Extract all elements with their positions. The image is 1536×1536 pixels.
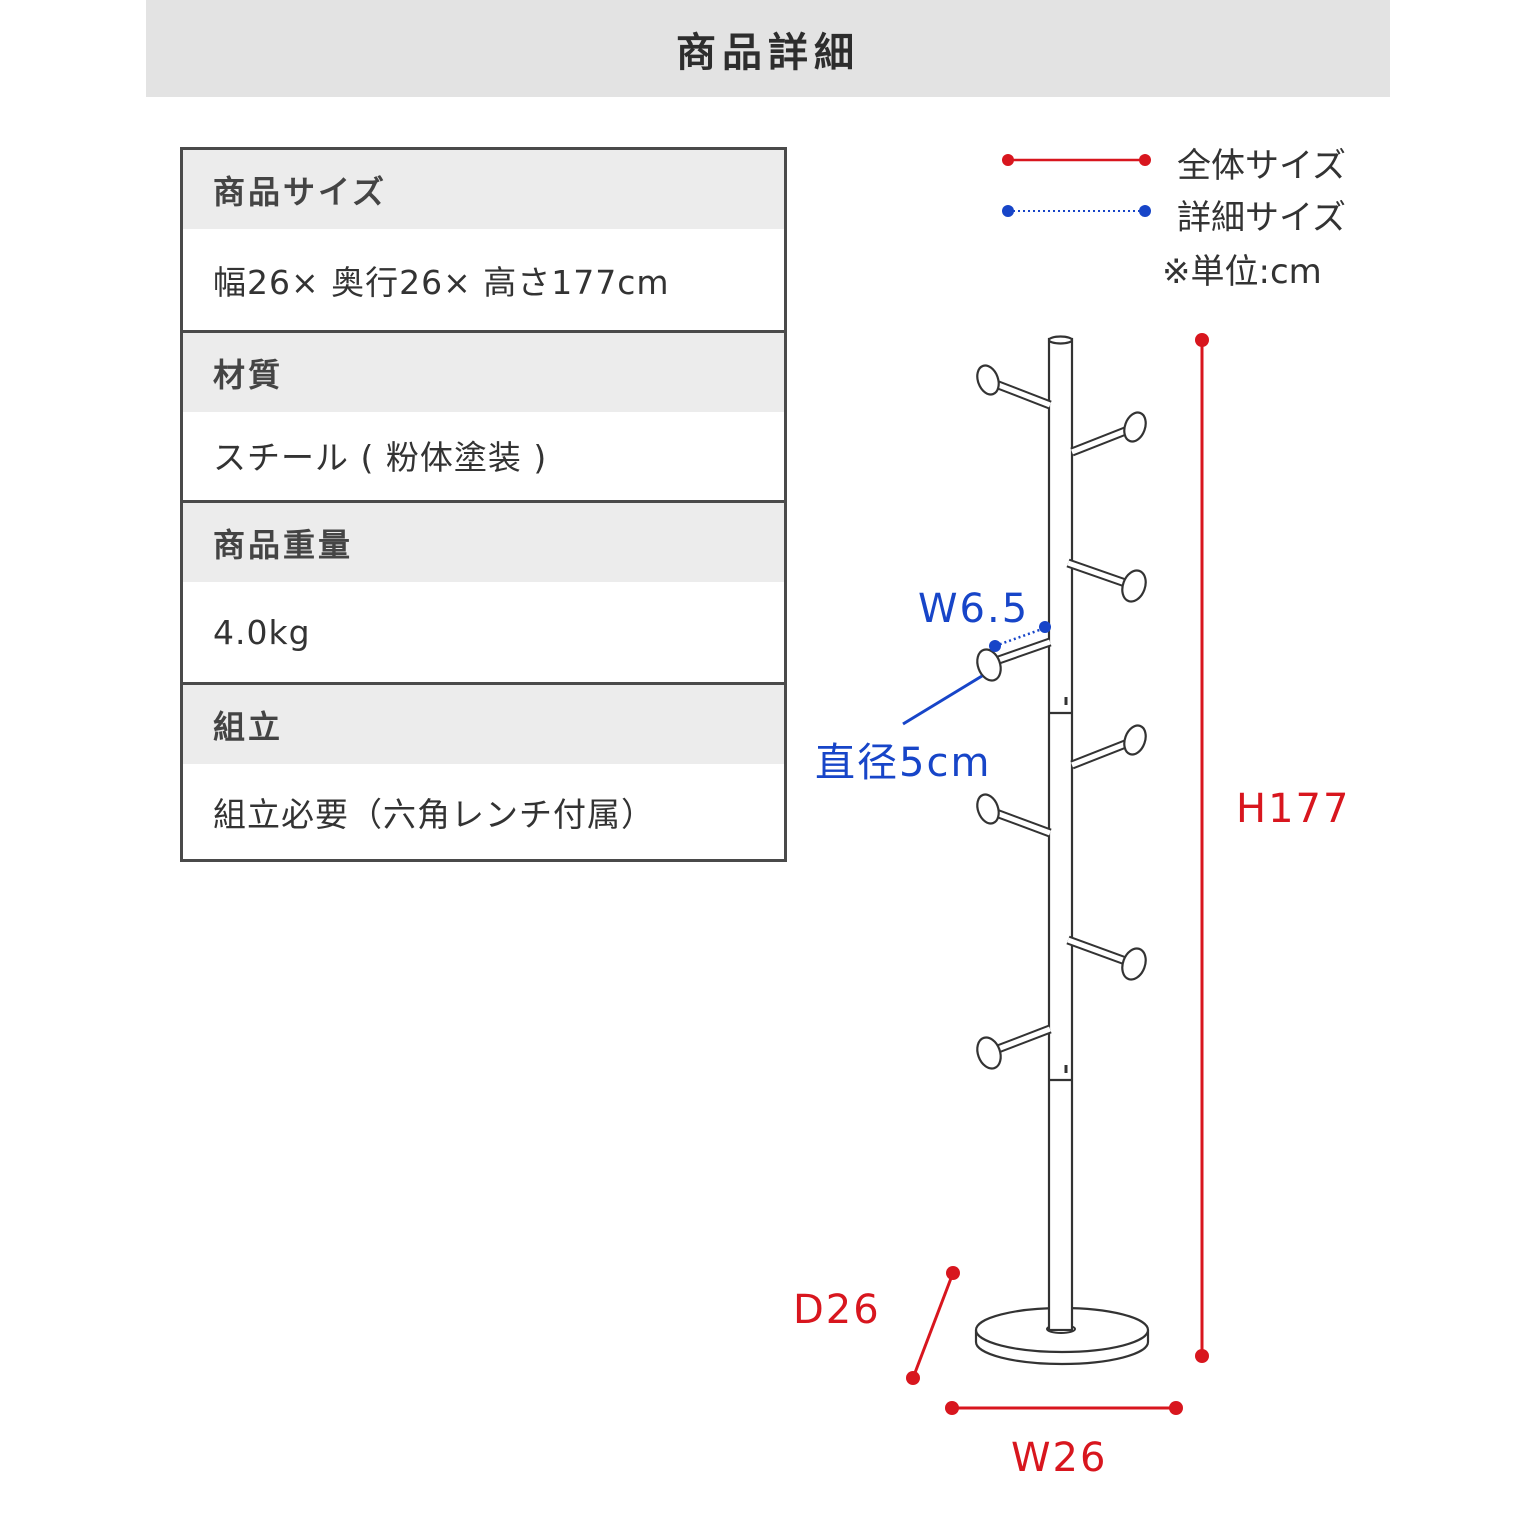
spec-row-assembly: 組立 組立必要（六角レンチ付属） <box>183 682 784 862</box>
spec-label: 商品重量 <box>183 503 784 582</box>
height-dimension-line <box>1195 333 1209 1363</box>
spec-label: 材質 <box>183 333 784 412</box>
legend-detail-line <box>1002 205 1151 217</box>
spec-row-weight: 商品重量 4.0kg <box>183 500 784 685</box>
coat-rack-drawing <box>974 335 1150 1366</box>
spec-value: 幅26× 奥行26× 高さ177cm <box>213 262 670 302</box>
unit-note: ※単位:cm <box>1162 252 1322 292</box>
spec-value: スチール ( 粉体塗装 ) <box>213 437 548 477</box>
depth-dimension-line <box>906 1266 960 1385</box>
spec-row-size: 商品サイズ 幅26× 奥行26× 高さ177cm <box>183 150 784 330</box>
width-dimension-label: W26 <box>1011 1435 1108 1481</box>
width-dimension-line <box>945 1401 1183 1415</box>
hook-width-dimension-line <box>989 621 1051 652</box>
spec-value: 組立必要（六角レンチ付属） <box>213 794 655 834</box>
legend-detail-label: 詳細サイズ <box>1177 198 1346 238</box>
spec-row-material: 材質 スチール ( 粉体塗装 ) <box>183 330 784 503</box>
page-title: 商品詳細 <box>676 29 860 76</box>
legend-overall-line <box>1002 154 1151 166</box>
depth-dimension-label: D26 <box>793 1287 881 1333</box>
header-bar: 商品詳細 <box>146 0 1390 97</box>
spec-table: 商品サイズ 幅26× 奥行26× 高さ177cm 材質 スチール ( 粉体塗装 … <box>180 147 787 862</box>
spec-value: 4.0kg <box>213 612 311 652</box>
spec-label: 組立 <box>183 685 784 764</box>
hook-diameter-label: 直径5cm <box>815 740 992 786</box>
hook-width-label: W6.5 <box>918 586 1030 632</box>
hook-diameter-leader-line <box>902 674 983 726</box>
spec-label: 商品サイズ <box>183 150 784 229</box>
legend-overall-label: 全体サイズ <box>1177 146 1346 186</box>
height-dimension-label: H177 <box>1236 786 1351 832</box>
